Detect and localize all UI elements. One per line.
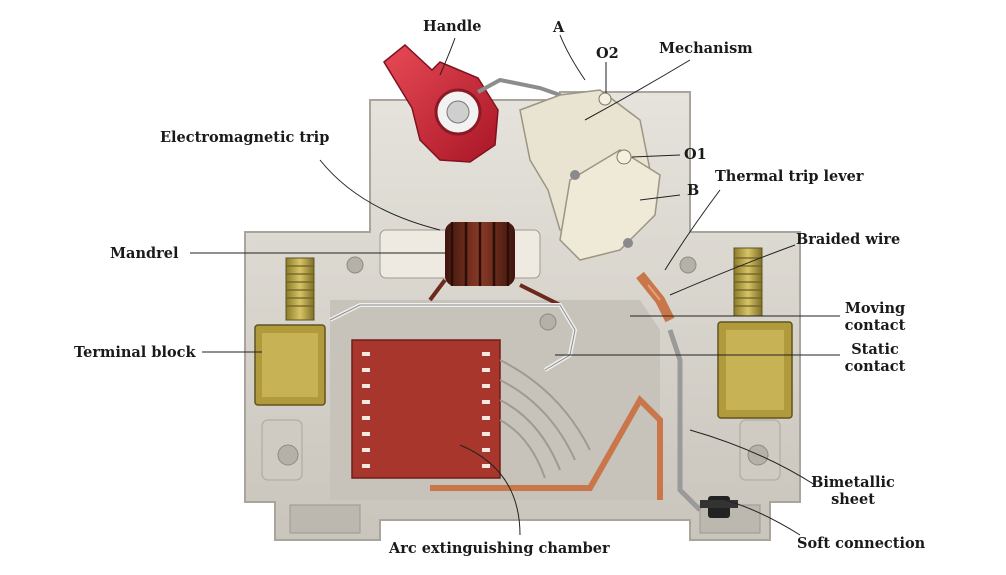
label-static-contact-line1: Static bbox=[851, 341, 899, 358]
label-a: A bbox=[553, 19, 565, 36]
soft-connection-part bbox=[700, 496, 738, 518]
label-moving-contact-line1: Moving bbox=[844, 300, 906, 317]
leader-o1 bbox=[631, 154, 681, 158]
leader-em-trip bbox=[319, 159, 441, 231]
leader-braided bbox=[669, 244, 796, 296]
label-o2: O2 bbox=[596, 45, 619, 62]
leader-thermal bbox=[664, 189, 721, 271]
braided-wire-highlight bbox=[647, 284, 661, 301]
label-soft-connection: Soft connection bbox=[797, 535, 926, 552]
label-braided-wire: Braided wire bbox=[796, 231, 901, 248]
bimetallic-part bbox=[667, 329, 702, 512]
mechanism-part bbox=[519, 89, 661, 261]
label-mechanism: Mechanism bbox=[659, 40, 753, 57]
label-thermal-trip-lever: Thermal trip lever bbox=[715, 168, 864, 185]
leader-lines bbox=[190, 34, 840, 536]
leader-b bbox=[639, 194, 681, 201]
copper-strip bbox=[430, 395, 663, 500]
coil-part bbox=[379, 222, 561, 307]
leader-bimetallic bbox=[689, 429, 816, 486]
terminal-block-left bbox=[254, 257, 326, 406]
label-mandrel: Mandrel bbox=[110, 245, 179, 262]
label-static-contact-line2: contact bbox=[844, 358, 906, 375]
arc-chamber-part bbox=[351, 339, 591, 479]
internal-wire-outline bbox=[329, 304, 576, 371]
label-electromagnetic-trip: Electromagnetic trip bbox=[160, 129, 330, 146]
label-b: B bbox=[687, 182, 700, 199]
handle-part bbox=[383, 44, 561, 163]
leader-a bbox=[559, 34, 586, 81]
label-handle: Handle bbox=[423, 18, 482, 35]
leader-soft bbox=[724, 499, 801, 536]
label-bimetallic-sheet-line2: sheet bbox=[831, 491, 875, 508]
leader-handle bbox=[439, 37, 456, 76]
leader-arc bbox=[459, 444, 521, 536]
label-bimetallic-sheet-line1: Bimetallic bbox=[811, 474, 895, 491]
label-moving-contact-line2: contact bbox=[844, 317, 906, 334]
label-o1: O1 bbox=[684, 146, 707, 163]
label-terminal-block: Terminal block bbox=[74, 344, 196, 361]
terminal-block-right bbox=[717, 247, 793, 419]
leader-mechanism bbox=[584, 59, 691, 121]
label-arc-extinguishing-chamber: Arc extinguishing chamber bbox=[389, 540, 610, 557]
